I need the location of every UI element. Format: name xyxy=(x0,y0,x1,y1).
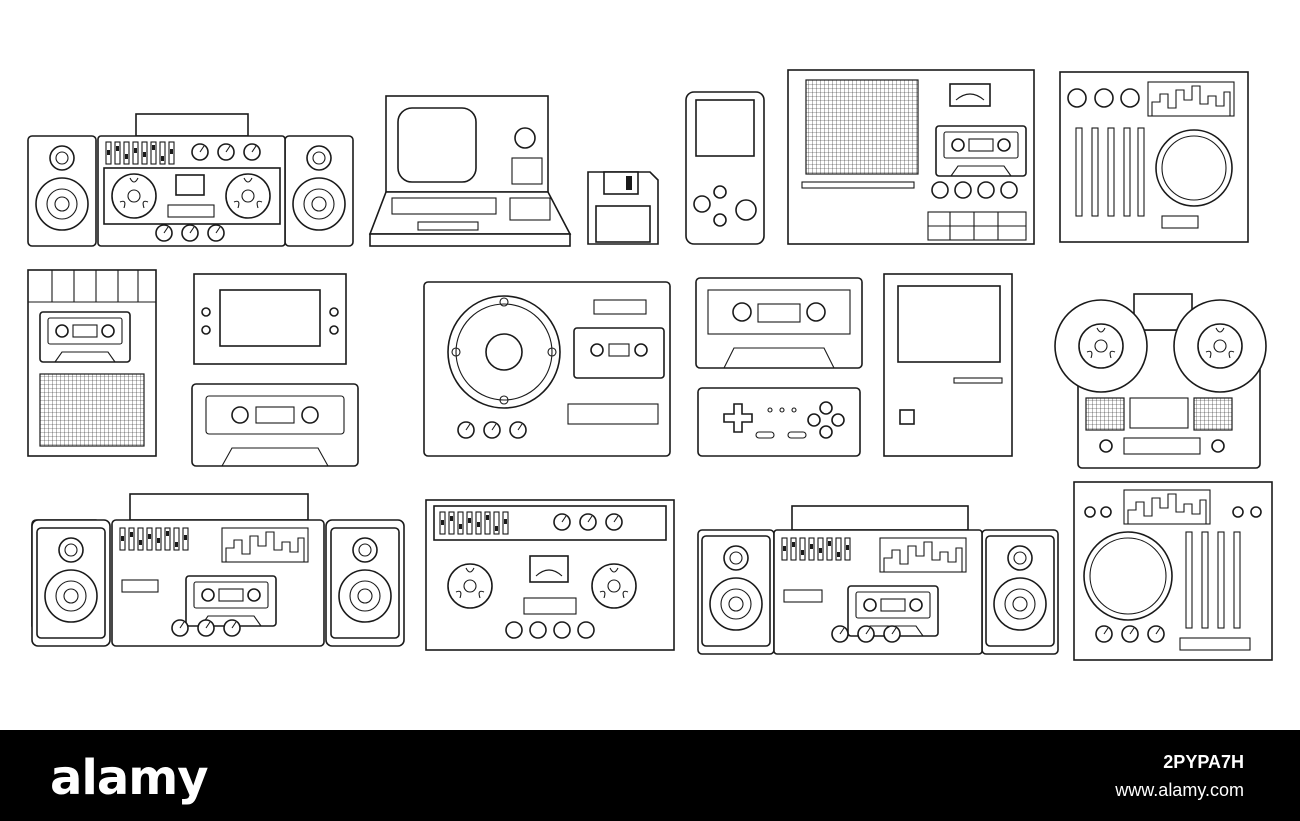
reel-deck-icon xyxy=(423,281,671,457)
gamepad-icon xyxy=(697,387,861,457)
alamy-logo: alamy xyxy=(50,750,209,806)
retro-monitor-icon xyxy=(883,273,1013,457)
footer-banner: alamy 2PYPA7H www.alamy.com xyxy=(0,730,1300,821)
retro-devices-illustration xyxy=(27,69,1273,661)
dj-mixer-icon xyxy=(1059,71,1249,243)
reel-to-reel-icon xyxy=(1054,293,1267,469)
handheld-game-icon xyxy=(685,91,765,245)
handheld-screen-icon xyxy=(193,273,347,365)
site-url: www.alamy.com xyxy=(1115,780,1244,800)
boombox-icon xyxy=(27,113,354,247)
cassette-tape-icon-2 xyxy=(695,277,863,369)
boombox-icon-2 xyxy=(31,493,405,647)
floppy-disk-icon xyxy=(587,171,659,245)
boombox-icon-3 xyxy=(697,505,1059,655)
image-id: 2PYPA7H xyxy=(1163,752,1244,772)
tape-recorder-icon xyxy=(425,499,675,651)
cassette-tape-icon xyxy=(191,383,359,467)
dj-turntable-icon xyxy=(1073,481,1273,661)
retro-computer-icon xyxy=(368,95,572,247)
cassette-deck-icon xyxy=(787,69,1035,245)
cassette-player-icon xyxy=(27,269,157,457)
